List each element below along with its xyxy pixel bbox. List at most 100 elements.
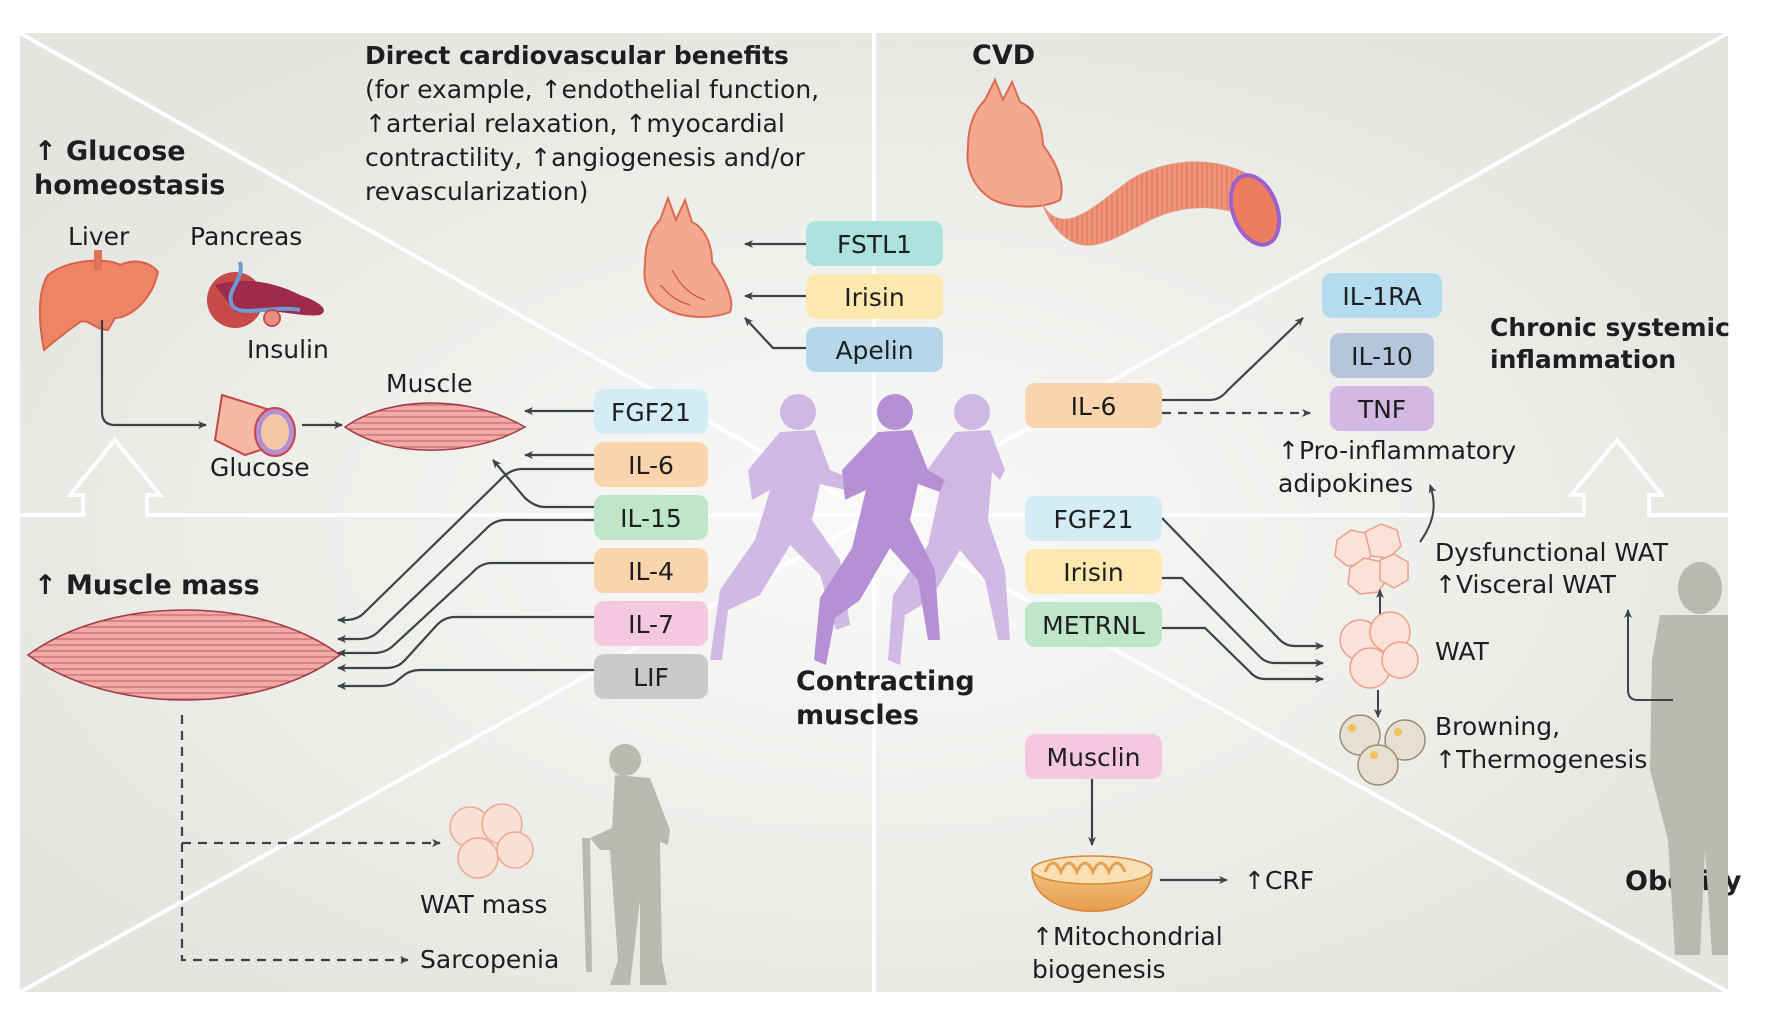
apelin-to-heart-arrow <box>744 317 806 350</box>
divider-diagonal-left <box>19 31 875 517</box>
myokine-label: Apelin <box>835 336 913 365</box>
myokine-label: IL-15 <box>620 504 682 533</box>
glucose-title-line2: homeostasis <box>34 170 225 201</box>
myokine-box-tnf: TNF <box>1330 386 1434 431</box>
center-label-line1: Contracting <box>796 666 975 697</box>
dysfunctional-wat-icon <box>1334 523 1409 595</box>
divider-diagonal-bottom-right <box>873 513 1729 994</box>
myokine-label: IL-6 <box>1071 392 1117 421</box>
myokine-label: TNF <box>1357 395 1406 424</box>
liver-label: Liver <box>68 222 130 251</box>
blood-vessel-icon <box>213 393 296 457</box>
heart-cvd-icon <box>966 77 1063 208</box>
mitochondrion-icon <box>1031 855 1153 912</box>
runner-left <box>710 394 850 660</box>
myokine-box-bg <box>806 221 943 266</box>
il15-to-muscle-arrow <box>492 459 594 509</box>
myokine-box-bg <box>1330 386 1434 431</box>
myokine-box-bg <box>1025 496 1162 541</box>
sarcopenia-label: Sarcopenia <box>420 945 559 974</box>
myokine-label: Musclin <box>1047 743 1141 772</box>
myokine-box-bg <box>594 495 708 540</box>
myokine-box-bg <box>594 389 708 434</box>
cardio-desc-line3: contractility, ↑angiogenesis and/or <box>365 143 806 172</box>
wat-mass-label: WAT mass <box>420 890 547 919</box>
metrnl-to-wat-arrow <box>1162 626 1324 683</box>
insulin-label: Insulin <box>247 335 329 364</box>
myokine-box-irisin: Irisin <box>806 274 943 319</box>
cvd-panel: CVD <box>966 40 1282 247</box>
myokine-label: IL-1RA <box>1342 282 1421 311</box>
browning-line2: ↑Thermogenesis <box>1435 745 1647 774</box>
myokine-label: LIF <box>633 663 669 692</box>
cardio-desc-line1: (for example, ↑endothelial function, <box>365 75 819 104</box>
myokine-box-fgf21: FGF21 <box>1025 496 1162 541</box>
elderly-person-icon <box>582 744 670 985</box>
inflammation-title-line2: inflammation <box>1490 345 1676 374</box>
muscle-small-icon <box>343 402 527 451</box>
wat-label: WAT <box>1435 637 1490 666</box>
myokine-box-il-1ra: IL-1RA <box>1322 273 1442 318</box>
brown-fat-icon <box>1339 714 1426 786</box>
myokine-box-fgf21: FGF21 <box>594 389 708 434</box>
wat-cells-icon <box>449 803 534 879</box>
browning-line1: Browning, <box>1435 712 1560 741</box>
obesity-panel: Obesity Dysfunctional WAT ↑Visceral WAT … <box>1161 517 1742 955</box>
obesity-to-visceral-arrow <box>1624 609 1673 701</box>
myokine-box-bg <box>806 327 943 372</box>
irisin-to-wat-arrow <box>1162 576 1324 667</box>
myokine-box-apelin: Apelin <box>806 327 943 372</box>
inflammation-panel: Chronic systemic inflammation ↑Pro-infla… <box>1162 313 1730 543</box>
myokine-box-bg <box>594 654 708 699</box>
myokine-box-bg <box>1025 549 1162 594</box>
myokine-label: IL-4 <box>628 557 674 586</box>
myokine-label: IL-10 <box>1351 342 1413 371</box>
myokine-box-il-7: IL-7 <box>594 601 708 646</box>
glucose-label: Glucose <box>210 453 310 482</box>
myokine-label: METRNL <box>1042 611 1145 640</box>
cardio-panel: Direct cardiovascular benefits (for exam… <box>365 41 819 350</box>
myokine-box-bg <box>1025 734 1162 779</box>
il15-to-muscle-mass-arrow <box>337 518 594 643</box>
myokine-box-lif: LIF <box>594 654 708 699</box>
myokine-label: IL-7 <box>628 610 674 639</box>
pancreas-label: Pancreas <box>190 222 302 251</box>
runner-center <box>814 394 945 665</box>
glucose-panel: ↑ Glucose homeostasis Liver Pancreas Ins… <box>34 136 527 482</box>
myokine-box-bg <box>1025 383 1162 428</box>
cvd-title: CVD <box>972 40 1035 71</box>
inflammation-title-line1: Chronic systemic <box>1490 313 1730 342</box>
muscle-mass-panel: ↑ Muscle mass WAT mass Sarcopenia <box>26 407 670 985</box>
myokine-box-il-10: IL-10 <box>1330 333 1434 378</box>
crf-myokine-boxes: Musclin <box>1025 734 1162 779</box>
myokine-box-il-6: IL-6 <box>594 442 708 487</box>
center-label-line2: muscles <box>796 700 919 731</box>
liver-icon <box>38 250 160 352</box>
mito-line2: biogenesis <box>1032 955 1166 984</box>
myokine-box-bg <box>1330 333 1434 378</box>
cardio-desc-line4: revascularization) <box>365 177 588 206</box>
fgf21-to-wat-arrow <box>1161 517 1324 650</box>
myokine-box-musclin: Musclin <box>1025 734 1162 779</box>
myokine-box-bg <box>1025 602 1162 647</box>
wat-to-adipokines-arrow <box>1419 484 1437 543</box>
il6-to-muscle-mass-arrow <box>337 467 594 624</box>
vessel-lumen <box>1228 173 1282 247</box>
il6-to-il1ra-arrow <box>1162 317 1304 402</box>
myokine-box-il-4: IL-4 <box>594 548 708 593</box>
il7-to-muscle-mass-arrow <box>337 615 594 672</box>
myokine-box-bg <box>806 274 943 319</box>
myokine-box-metrnl: METRNL <box>1025 602 1162 647</box>
wat-icon <box>1339 611 1419 689</box>
myokine-label: Irisin <box>1063 558 1123 587</box>
divider-diagonal-right <box>873 31 1729 517</box>
il4-to-muscle-mass-arrow <box>337 561 594 657</box>
muscle-label: Muscle <box>386 369 473 398</box>
myokine-box-bg <box>1322 273 1442 318</box>
myokine-box-irisin: Irisin <box>1025 549 1162 594</box>
dysfunctional-wat-line1: Dysfunctional WAT <box>1435 538 1669 567</box>
